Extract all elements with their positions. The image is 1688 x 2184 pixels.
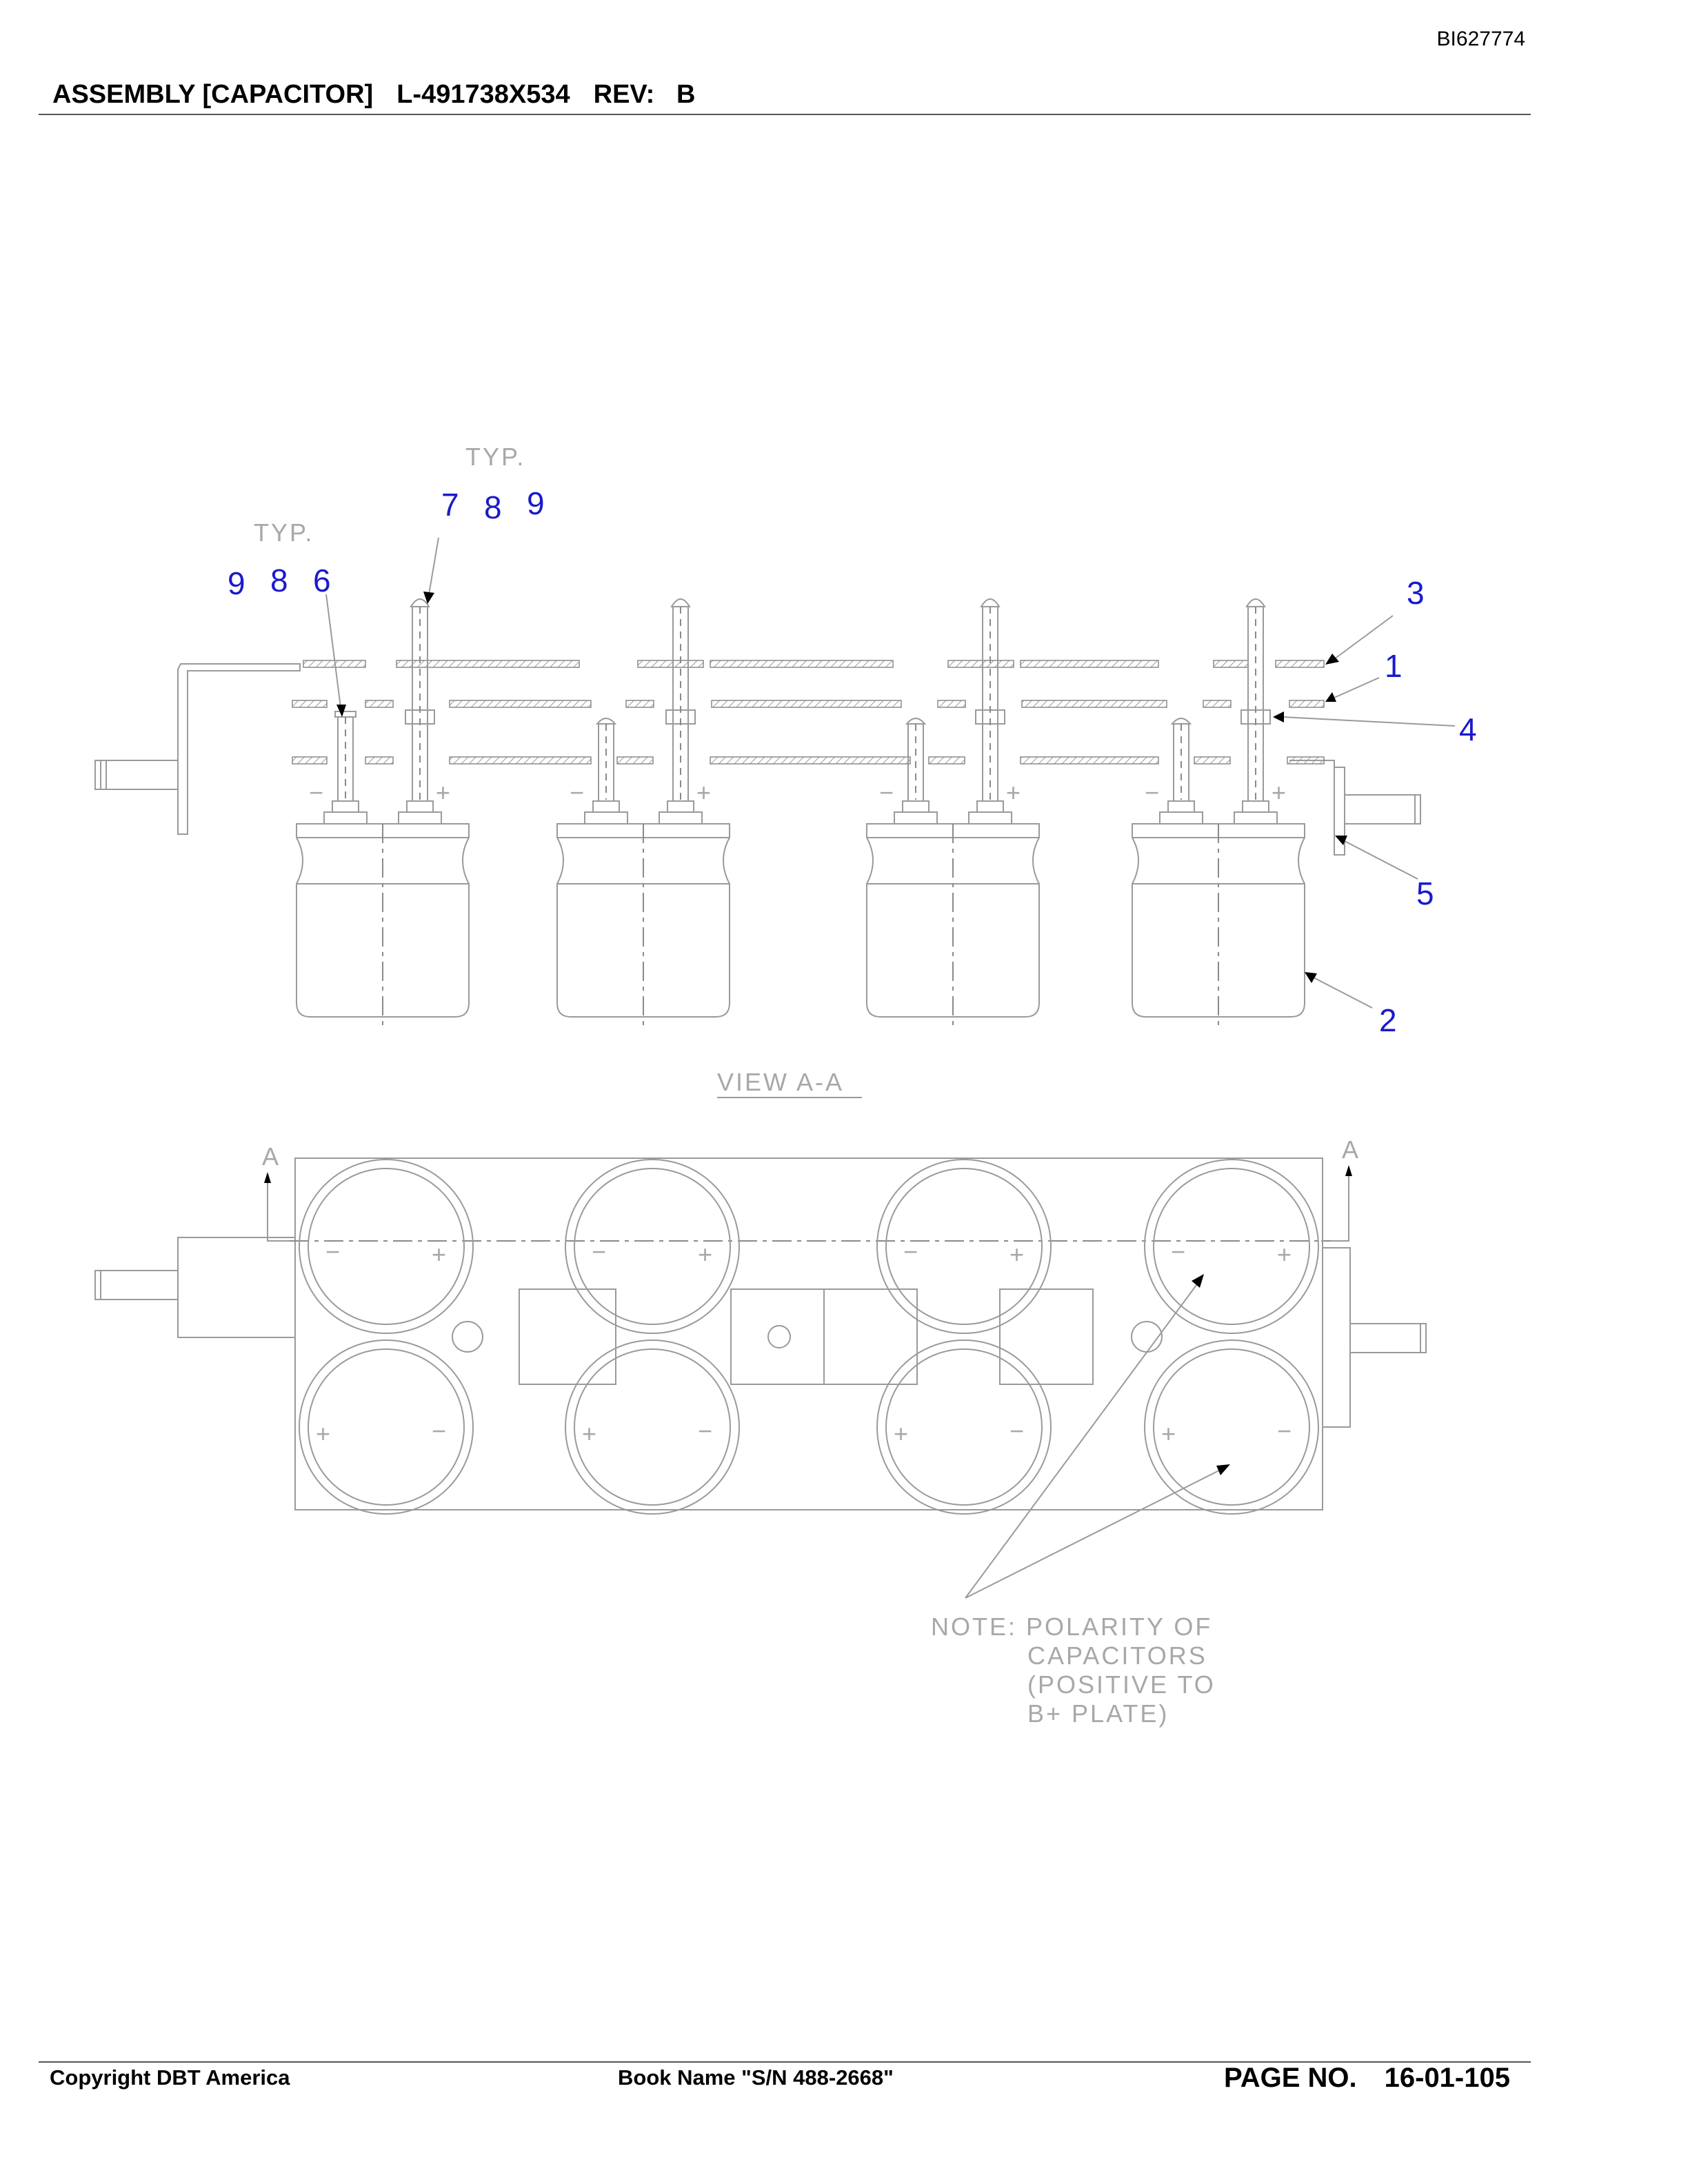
note-line-3: (POSITIVE TO — [1027, 1670, 1216, 1699]
section-marker-right: A — [1342, 1135, 1360, 1164]
svg-text:+: + — [316, 1419, 332, 1448]
typ-label-lower: TYP. — [254, 518, 314, 547]
polarity-note: NOTE: POLARITY OF CAPACITORS (POSITIVE T… — [931, 1612, 1216, 1728]
top-view: A A — [94, 1135, 1427, 1728]
callout-4: 4 — [1459, 711, 1477, 747]
callout-5: 5 — [1416, 876, 1434, 911]
part-number: L-491738X534 — [396, 80, 570, 109]
note-line-2: CAPACITORS — [1027, 1641, 1207, 1670]
svg-text:+: + — [1277, 1240, 1294, 1268]
top-polarity-marks: − + − + − + − + + − + − + − + − — [316, 1237, 1294, 1448]
side-view: − + − + − + − + TYP. TYP. — [94, 443, 1477, 1098]
middle-plate — [292, 700, 1325, 708]
busbar-right — [999, 1288, 1094, 1385]
note-leaders — [965, 1274, 1230, 1599]
capacitor-side-4 — [1132, 823, 1305, 1027]
capacitor-side-2 — [556, 823, 730, 1027]
capacitor-bottom-row — [299, 1339, 1319, 1515]
callout-8: 8 — [484, 489, 502, 525]
svg-text:−: − — [1171, 1237, 1187, 1266]
left-threaded-stud — [94, 760, 179, 790]
svg-text:+: + — [582, 1419, 599, 1448]
capacitor-side-1 — [296, 823, 470, 1027]
page-number-block: PAGE NO. 16-01-105 — [1196, 2063, 1510, 2094]
capacitor-terminals — [323, 598, 1278, 825]
svg-text:+: + — [696, 778, 713, 807]
busbar-left — [519, 1288, 616, 1385]
svg-text:+: + — [1272, 778, 1288, 807]
mounting-hole-right — [1131, 1321, 1163, 1353]
svg-text:+: + — [1009, 1240, 1026, 1268]
revision: REV: B — [593, 80, 696, 109]
svg-text:+: + — [432, 1240, 448, 1268]
svg-text:−: − — [879, 778, 896, 807]
svg-text:−: − — [698, 1417, 714, 1445]
callout-9: 9 — [527, 485, 545, 521]
svg-text:+: + — [436, 778, 452, 807]
right-terminal-block — [1322, 1247, 1351, 1428]
svg-text:−: − — [1277, 1417, 1294, 1445]
drawing-title: ASSEMBLY [CAPACITOR] L-491738X534 REV: B — [52, 80, 719, 110]
right-threaded-stud — [1344, 794, 1421, 825]
svg-text:−: − — [903, 1237, 920, 1266]
svg-text:−: − — [432, 1417, 448, 1445]
header-rule — [39, 114, 1531, 115]
bottom-plate — [292, 756, 1325, 765]
footer-rule — [39, 2061, 1531, 2063]
copyright: Copyright DBT America — [50, 2065, 290, 2090]
base-plate — [294, 1157, 1323, 1510]
section-marker-left: A — [262, 1142, 281, 1171]
svg-text:−: − — [592, 1237, 608, 1266]
page-label: PAGE NO. — [1224, 2063, 1357, 2093]
right-bracket — [1289, 760, 1345, 856]
view-label: VIEW A-A — [717, 1068, 844, 1096]
svg-text:−: − — [1145, 778, 1161, 807]
note-line-1: NOTE: POLARITY OF — [931, 1612, 1212, 1641]
svg-text:−: − — [309, 778, 325, 807]
callout-2: 2 — [1379, 1002, 1397, 1038]
left-stud-top — [94, 1270, 179, 1300]
svg-text:−: − — [1009, 1417, 1026, 1445]
svg-text:+: + — [894, 1419, 910, 1448]
svg-text:−: − — [325, 1237, 342, 1266]
callout-7: 7 — [441, 487, 459, 523]
book-name: Book Name "S/N 488-2668" — [618, 2065, 894, 2090]
svg-text:+: + — [1006, 778, 1023, 807]
capacitor-side-3 — [866, 823, 1040, 1027]
callout-1: 1 — [1385, 648, 1403, 684]
side-leaders — [325, 537, 1456, 1009]
side-polarity-marks: − + − + − + − + — [309, 778, 1288, 807]
callout-8: 8 — [270, 563, 288, 598]
capacitor-top-row — [299, 1159, 1319, 1334]
svg-text:+: + — [698, 1240, 714, 1268]
typ-label-upper: TYP. — [465, 443, 525, 471]
right-stud-top — [1349, 1323, 1427, 1353]
mounting-hole-left — [452, 1321, 483, 1353]
note-line-4: B+ PLATE) — [1027, 1699, 1169, 1728]
page-number: 16-01-105 — [1384, 2063, 1510, 2093]
callout-6: 6 — [313, 563, 331, 598]
assembly-name: ASSEMBLY [CAPACITOR] — [52, 80, 374, 109]
callout-9: 9 — [228, 565, 245, 601]
left-terminal-block — [177, 1237, 296, 1338]
top-plate-b-plus — [303, 660, 1325, 668]
document-id: BI627774 — [1436, 28, 1525, 50]
left-bracket — [177, 663, 301, 835]
svg-text:+: + — [1161, 1419, 1178, 1448]
svg-text:−: − — [570, 778, 586, 807]
callout-3: 3 — [1407, 575, 1425, 611]
